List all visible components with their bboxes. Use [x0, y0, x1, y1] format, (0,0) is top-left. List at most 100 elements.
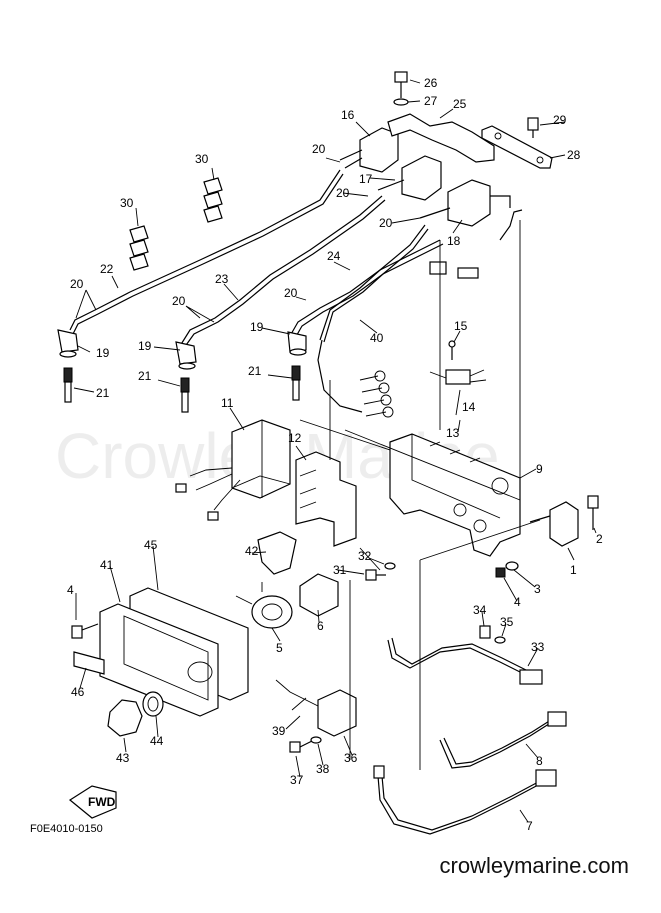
- leader-lines: [73, 79, 597, 823]
- callout-20-a: 20: [312, 142, 326, 156]
- plug-cap-19-middle: [175, 341, 197, 370]
- bolt-26: [394, 71, 408, 98]
- callout-18: 18: [447, 234, 461, 248]
- clamp-30-upper: [203, 177, 223, 223]
- callout-5: 5: [276, 641, 283, 655]
- bolt-10: [71, 623, 99, 639]
- callout-44: 44: [150, 734, 164, 748]
- ignition-coil-16: [339, 127, 399, 173]
- callout-20-b: 20: [336, 186, 350, 200]
- cord-22: [69, 169, 341, 331]
- callout-34: 34: [473, 603, 487, 617]
- rectifier-5: [235, 582, 293, 629]
- cap-43: [107, 699, 143, 737]
- relay-13: [429, 369, 487, 385]
- relay-36: [275, 679, 357, 737]
- cord-23: [179, 195, 383, 347]
- callout-19-c: 19: [138, 339, 152, 353]
- ignition-coil-18: [419, 179, 523, 241]
- callout-30-a: 30: [195, 152, 209, 166]
- callout-29: 29: [553, 113, 567, 127]
- callout-42: 42: [245, 544, 259, 558]
- callout-17: 17: [359, 172, 373, 186]
- callout-20-e: 20: [172, 294, 186, 308]
- switch-6: [299, 573, 339, 617]
- callout-2: 2: [596, 532, 603, 546]
- callout-24: 24: [327, 249, 341, 263]
- callout-37: 37: [290, 773, 304, 787]
- callout-20-c: 20: [379, 216, 393, 230]
- screw-31: [365, 569, 386, 581]
- callout-10: 4: [67, 583, 74, 597]
- screw-15: [448, 340, 456, 360]
- cable-8: [439, 721, 553, 769]
- callout-22: 22: [100, 262, 114, 276]
- callout-30-b: 30: [120, 196, 134, 210]
- callout-19-b: 19: [96, 346, 110, 360]
- callout-11: 11: [221, 396, 234, 410]
- callout-1: 1: [570, 563, 577, 577]
- coil-bracket-25: [387, 113, 495, 163]
- washer-3: [505, 561, 519, 571]
- bracket-42: [257, 531, 297, 575]
- callout-38: 38: [316, 762, 330, 776]
- spark-plug-21-right: [291, 365, 301, 401]
- spark-plug-21-left: [63, 367, 73, 403]
- callout-31: 31: [333, 563, 347, 577]
- fwd-label: FWD: [88, 795, 116, 809]
- mount-bracket-9: [389, 433, 521, 557]
- bolt-37: [289, 740, 313, 753]
- cable-33: [387, 639, 529, 677]
- callout-19-a: 19: [250, 320, 264, 334]
- diagram-code: F0E4010-0150: [30, 823, 103, 835]
- callout-25: 25: [453, 97, 467, 111]
- callout-39: 39: [272, 724, 286, 738]
- callout-7: 7: [526, 819, 533, 833]
- bolt-29: [527, 117, 539, 138]
- callout-46: 46: [71, 685, 85, 699]
- callout-45: 45: [144, 538, 158, 552]
- callout-4: 4: [514, 595, 521, 609]
- callout-3: 3: [534, 582, 541, 596]
- callout-35: 35: [500, 615, 514, 629]
- washer-38: [310, 736, 322, 744]
- washer-35: [494, 636, 506, 644]
- cable-7: [377, 775, 541, 835]
- bolt-34: [479, 625, 491, 639]
- bracket-12: [295, 451, 357, 547]
- callout-27: 27: [424, 94, 438, 108]
- callouts: 26 27 25 16 29 28 20 17 20 20 18 30 30 2…: [67, 76, 603, 833]
- callout-26: 26: [424, 76, 438, 90]
- nut-4: [495, 567, 506, 578]
- plug-cap-19-left: [57, 329, 79, 358]
- callout-21-a: 21: [96, 386, 110, 400]
- website-link[interactable]: crowleymarine.com: [439, 853, 630, 878]
- callout-32: 32: [358, 549, 372, 563]
- callout-28: 28: [567, 148, 581, 162]
- callout-8: 8: [536, 754, 543, 768]
- plug-cap-19-right: [287, 331, 307, 356]
- ignition-coil-17: [377, 155, 442, 201]
- callout-14: 14: [462, 400, 476, 414]
- callout-23: 23: [215, 272, 229, 286]
- sensor-1: [529, 501, 579, 547]
- callout-21-c: 21: [248, 364, 262, 378]
- callout-9: 9: [536, 462, 543, 476]
- connector-cluster: [359, 370, 394, 418]
- gasket-41: [99, 603, 219, 717]
- callout-6: 6: [317, 619, 324, 633]
- seal-44: [142, 691, 164, 717]
- callout-15: 15: [454, 319, 468, 333]
- wire-harness-40: [319, 239, 441, 341]
- label-plate-46: [73, 651, 105, 675]
- plate-28: [481, 125, 553, 169]
- callout-36: 36: [344, 751, 358, 765]
- spark-plug-21-middle: [180, 377, 190, 413]
- callout-20-f: 20: [284, 286, 298, 300]
- callout-21-b: 21: [138, 369, 152, 383]
- washer-27: [393, 98, 409, 106]
- callout-20-d: 20: [70, 277, 84, 291]
- bolt-2: [587, 495, 599, 530]
- clamp-30-lower: [129, 225, 149, 271]
